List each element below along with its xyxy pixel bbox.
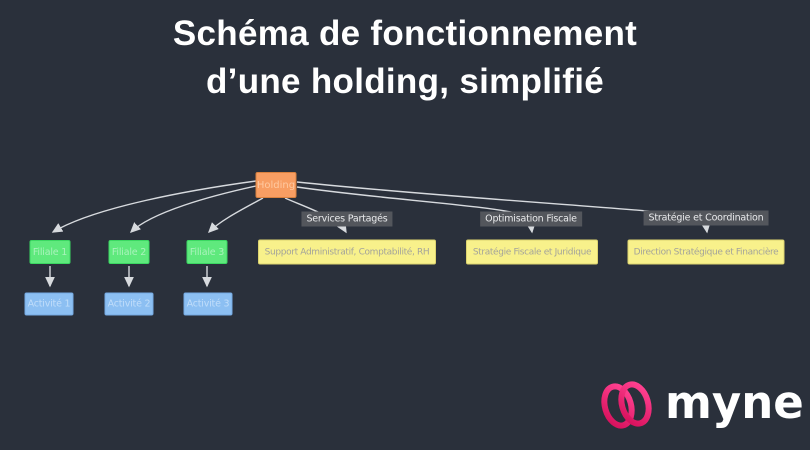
node-filiale-2: Filiale 2 bbox=[108, 240, 150, 264]
edge-label-strategie-coordination: Stratégie et Coordination bbox=[643, 210, 769, 226]
edge-holding-filiale-2 bbox=[129, 185, 257, 233]
page-title-line-1: Schéma de fonctionnement bbox=[172, 14, 638, 53]
node-function-support-administratif: Support Administratif, Comptabilité, RH bbox=[258, 239, 436, 265]
node-holding: Holding bbox=[255, 172, 297, 198]
node-filiale-3: Filiale 3 bbox=[186, 240, 228, 264]
node-function-strategie-fiscale: Stratégie Fiscale et Juridique bbox=[466, 239, 598, 265]
brand-wordmark: myne bbox=[665, 375, 804, 429]
node-filiale-1: Filiale 1 bbox=[29, 240, 71, 264]
edge-holding-filiale-3 bbox=[208, 197, 264, 233]
node-activite-2: Activité 2 bbox=[104, 292, 154, 316]
brand-logo: myne bbox=[596, 377, 804, 433]
edge-label-optimisation-fiscale: Optimisation Fiscale bbox=[480, 211, 582, 227]
node-function-direction-strategique: Direction Stratégique et Financière bbox=[627, 239, 785, 265]
edge-label-services-partages: Services Partagés bbox=[301, 211, 393, 227]
node-activite-1: Activité 1 bbox=[24, 292, 74, 316]
edge-holding-filiale-1 bbox=[51, 180, 257, 233]
myne-rings-icon bbox=[601, 381, 652, 429]
page-title: Schéma de fonctionnement d’une holding, … bbox=[0, 10, 810, 106]
node-activite-3: Activité 3 bbox=[183, 292, 233, 316]
page-title-line-2: d’une holding, simplifié bbox=[205, 62, 605, 101]
